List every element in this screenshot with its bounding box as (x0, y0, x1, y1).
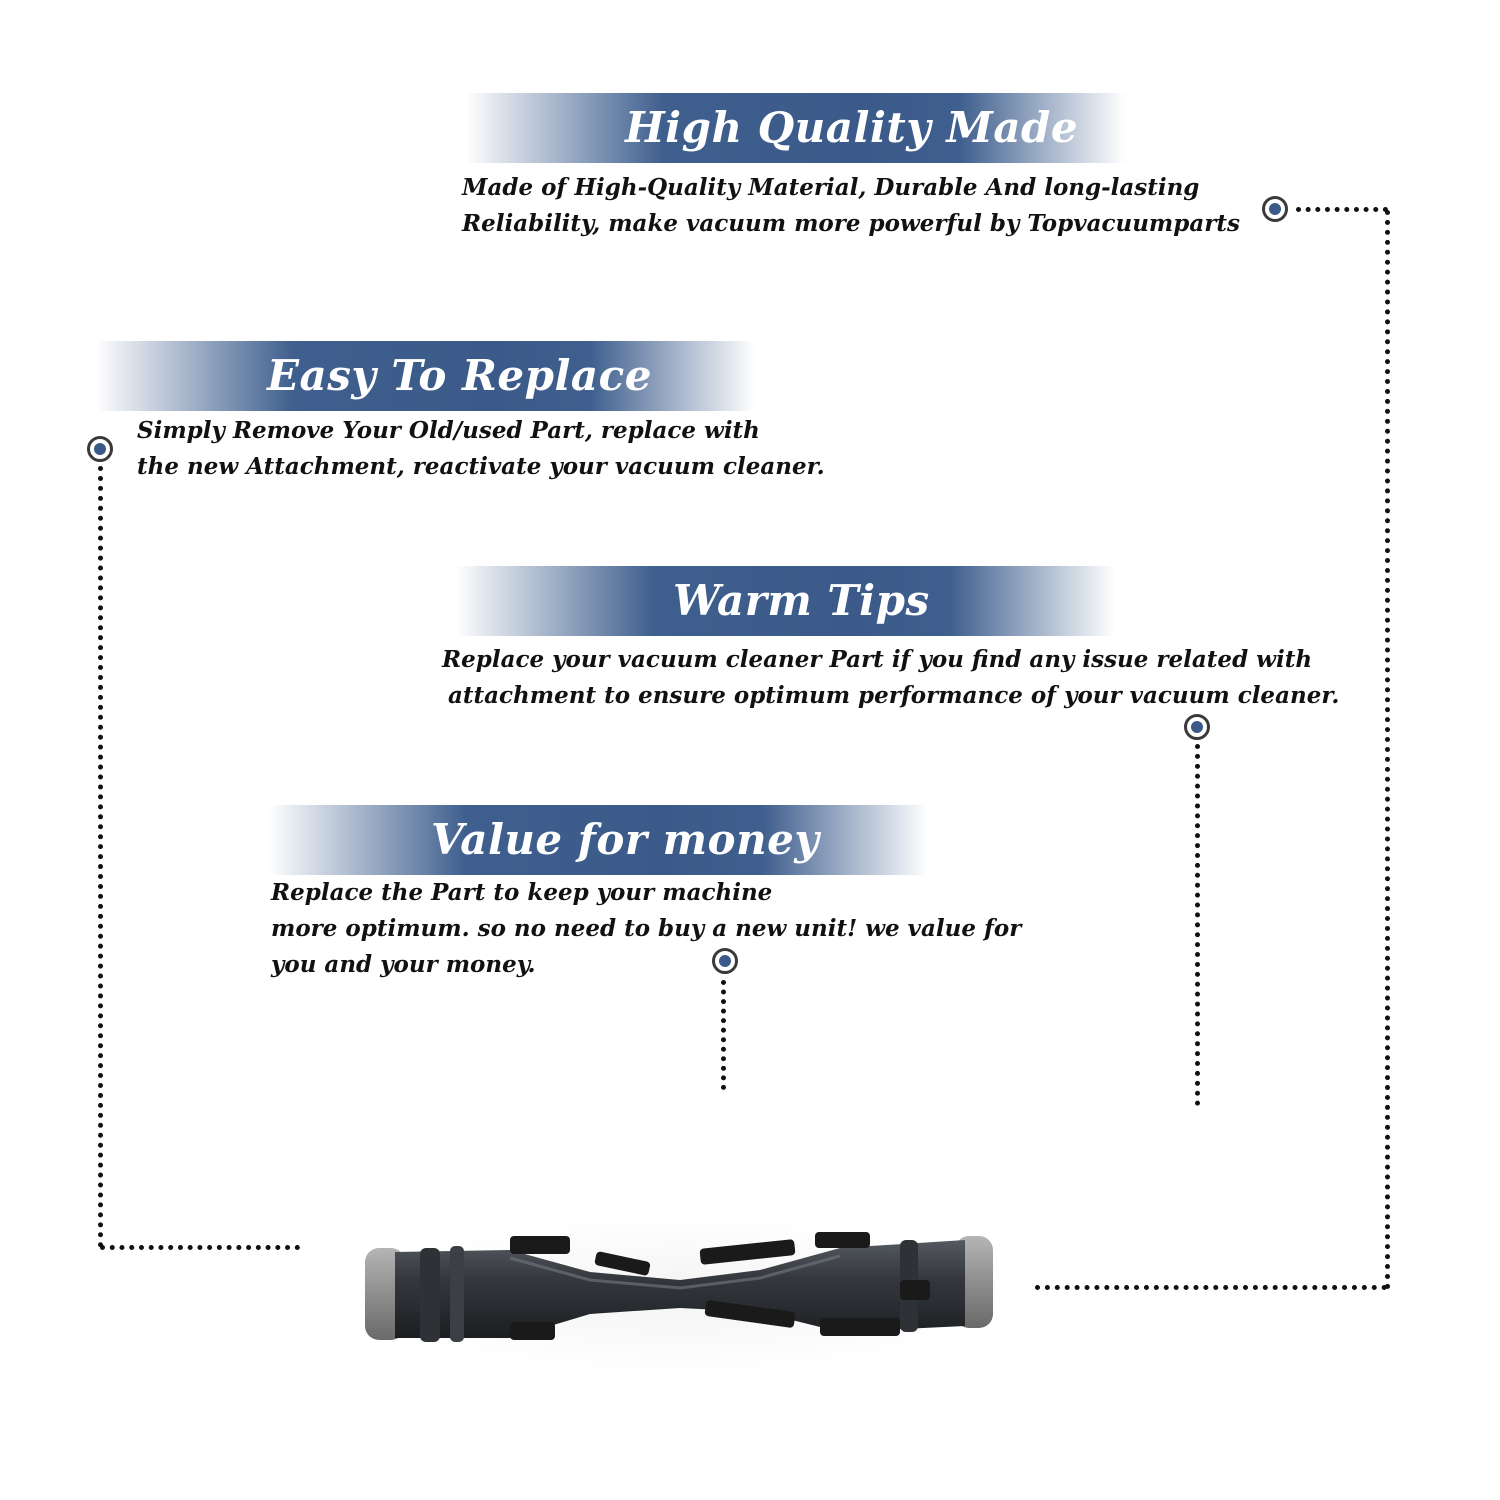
connector-dot-icon (1262, 196, 1288, 222)
banner-value-money: Value for money (268, 805, 928, 875)
vacuum-brush-roller-image (360, 1215, 1000, 1370)
description-line: the new Attachment, reactivate your vacu… (137, 453, 825, 480)
description-line: more optimum. so no need to buy a new un… (271, 915, 1022, 942)
banner-title: Warm Tips (673, 576, 930, 625)
description-line: Reliability, make vacuum more powerful b… (462, 210, 1240, 237)
description-line: Replace your vacuum cleaner Part if you … (442, 646, 1313, 673)
connector-line (1195, 744, 1200, 1106)
description-line: attachment to ensure optimum performance… (448, 682, 1340, 709)
connector-line (721, 980, 726, 1090)
banner-high-quality: High Quality Made (465, 93, 1125, 163)
banner-title: Easy To Replace (267, 351, 652, 400)
description-line: Made of High-Quality Material, Durable A… (462, 174, 1200, 201)
section-description: Simply Remove Your Old/used Part, replac… (137, 413, 825, 485)
connector-line (100, 1245, 300, 1250)
description-line: Simply Remove Your Old/used Part, replac… (137, 417, 760, 444)
description-line: Replace the Part to keep your machine (271, 879, 773, 906)
connector-dot-icon (712, 948, 738, 974)
section-description: Made of High-Quality Material, Durable A… (462, 170, 1240, 242)
section-description: Replace your vacuum cleaner Part if you … (442, 642, 1339, 714)
banner-warm-tips: Warm Tips (455, 566, 1115, 636)
connector-line (1035, 1285, 1387, 1290)
banner-easy-replace: Easy To Replace (95, 341, 755, 411)
banner-title: High Quality Made (625, 103, 1079, 152)
banner-title: Value for money (431, 815, 820, 864)
connector-line (1296, 207, 1388, 212)
connector-line (1385, 210, 1390, 1290)
connector-dot-icon (87, 436, 113, 462)
section-description: Replace the Part to keep your machine mo… (271, 875, 1021, 983)
description-line: you and your money. (271, 951, 536, 978)
connector-line (98, 466, 103, 1248)
connector-dot-icon (1184, 714, 1210, 740)
